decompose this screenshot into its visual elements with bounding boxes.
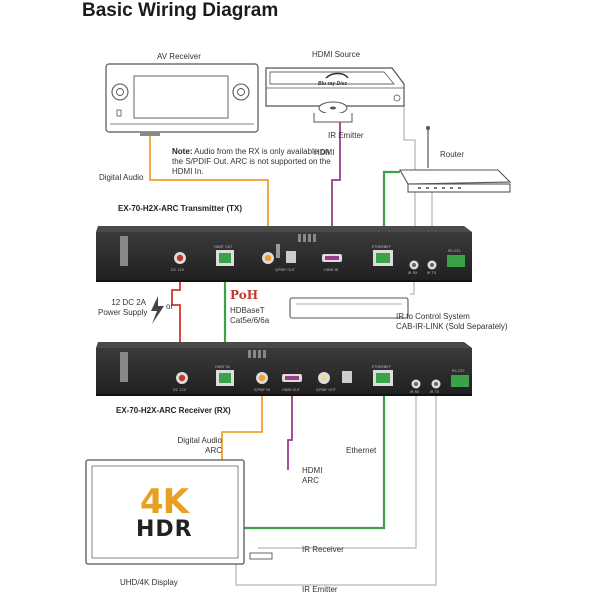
rx-port-label-3: HDMI OUT (282, 388, 300, 392)
receiver-device (96, 342, 472, 396)
router-label: Router (440, 150, 465, 159)
rx-port-label-6: IR RX (410, 390, 420, 394)
hdmi-top-label: HDMI (314, 148, 335, 157)
tx-port-label-1: HDBT OUT (214, 245, 233, 249)
rx-port-label-1: HDBT IN (215, 365, 230, 369)
rx-port-label-8: RS-232 (452, 369, 465, 373)
power-supply-icon (151, 296, 164, 324)
note-body: Audio from the RX is only available on t… (172, 147, 331, 176)
rx-port-label-4: S/PDIF OUT (316, 388, 336, 392)
hdmi-arc-label: HDMI ARC (302, 466, 323, 485)
ir-emitter-top-label: IR Emitter (328, 131, 364, 140)
ir-control-label: IR to Control System CAB-IR-LINK (Sold S… (396, 312, 508, 331)
ir-receiver-label: IR Receiver (302, 545, 344, 554)
poh-label: PoH (230, 288, 259, 302)
bluray-logo: Blu-ray Disc (318, 81, 348, 87)
router (399, 126, 512, 193)
tx-port-label-7: RS-232 (448, 249, 461, 253)
tx-port-label-5: IR RX (408, 271, 418, 275)
page-title: Basic Wiring Diagram (82, 0, 279, 21)
hdmi-source-label: HDMI Source (312, 50, 361, 59)
digital-audio-arc-label: Digital Audio ARC (177, 436, 222, 455)
rx-label: EX-70-H2X-ARC Receiver (RX) (116, 406, 231, 415)
tx-port-label-6: IR TX (427, 271, 437, 275)
digital-audio-top-label: Digital Audio (99, 173, 144, 182)
tx-label: EX-70-H2X-ARC Transmitter (TX) (118, 204, 243, 213)
av-receiver (105, 63, 259, 136)
display-label: UHD/4K Display (120, 578, 178, 587)
ir-control-module (289, 297, 409, 319)
note-label: Note: (172, 147, 193, 156)
display-logo-4k: 4K (140, 482, 189, 522)
hdbaset-label: HDBaseT Cat5e/6/6a (230, 306, 270, 325)
tx-port-label-2: S/PDIF OUT (275, 268, 295, 272)
transmitter-device (96, 226, 472, 282)
ethernet-cable-display (244, 388, 386, 530)
ethernet-label: Ethernet (346, 446, 377, 455)
audio-cable-top (149, 131, 269, 255)
rx-ports (176, 370, 469, 389)
ir-emitter-bottom-label: IR Emitter (302, 585, 338, 594)
av-receiver-label: AV Receiver (157, 52, 201, 61)
rx-port-label-7: IR TX (430, 390, 440, 394)
tx-ports (174, 244, 465, 270)
hdmi-source (265, 67, 405, 123)
note-text: Note: Audio from the RX is only availabl… (172, 147, 342, 177)
tx-port-label-0: DC 12V (171, 268, 185, 272)
or-label: or (166, 302, 174, 311)
hdmi-cable-bottom (287, 386, 293, 470)
display-logo-hdr: HDR (136, 517, 193, 542)
power-supply-label: 12 DC 2A Power Supply (98, 298, 148, 317)
uhd-display (85, 459, 273, 565)
hdmi-cable-top (331, 116, 341, 258)
rx-port-label-5: ETHERNET (372, 365, 391, 369)
audio-cable-bottom (221, 382, 263, 460)
rx-port-label-2: S/PDIF IN (254, 388, 271, 392)
tx-port-label-4: ETHERNET (372, 245, 391, 249)
rx-port-label-0: DC 12V (173, 388, 187, 392)
power-cable (171, 270, 181, 370)
tx-port-label-3: HDMI IN (324, 268, 339, 272)
